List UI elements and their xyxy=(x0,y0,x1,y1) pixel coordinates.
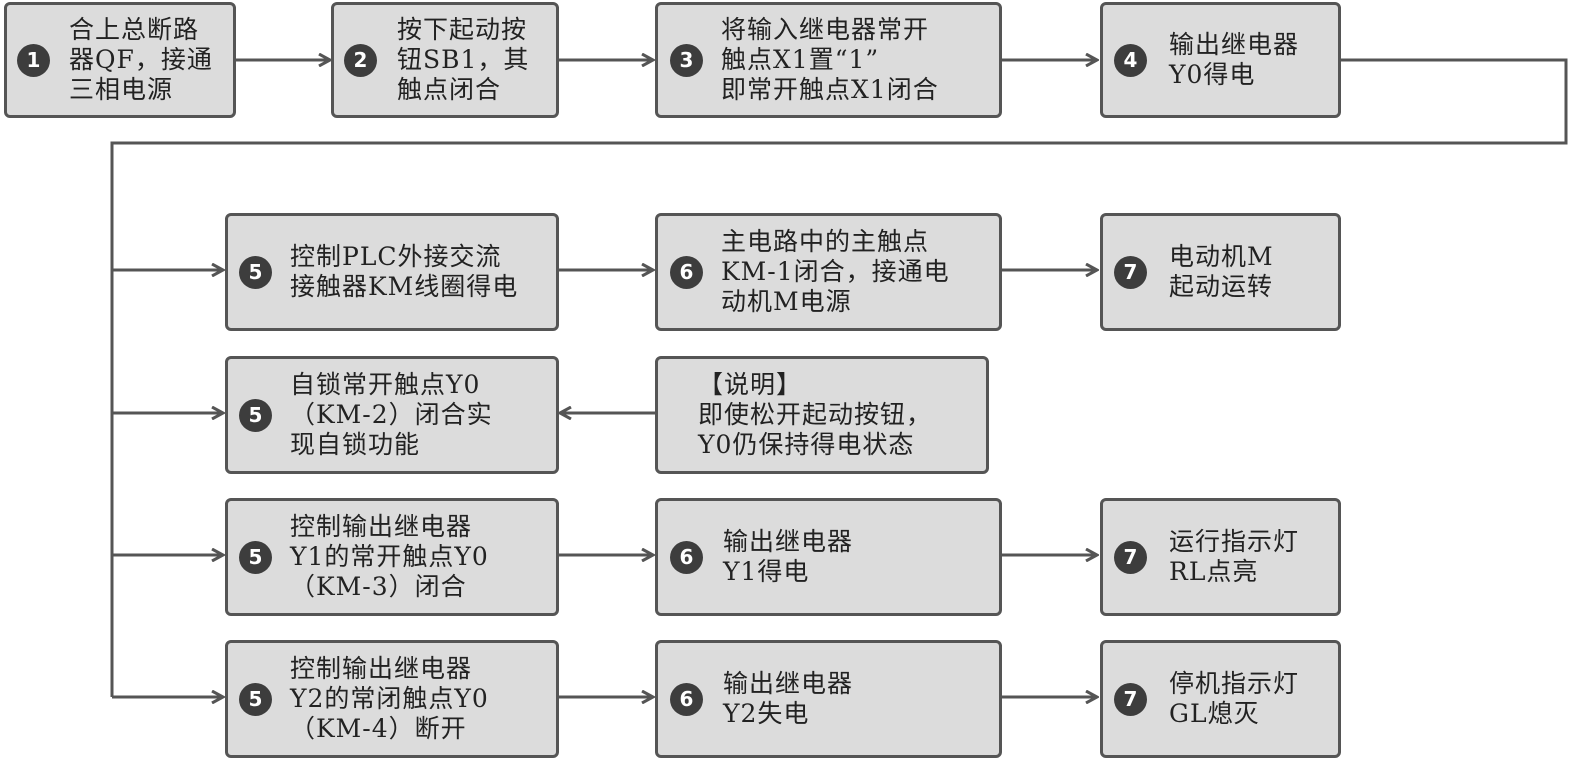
step-2-box: 2 按下起动按钮SB1，其触点闭合 xyxy=(331,2,559,118)
step-text: 自锁常开触点Y0（KM-2）闭合实现自锁功能 xyxy=(290,370,493,459)
step-number-badge: 5 xyxy=(239,682,272,716)
step-number-badge: 5 xyxy=(239,540,272,574)
step-number-badge: 7 xyxy=(1114,255,1147,289)
step-number-badge: 2 xyxy=(344,43,377,77)
step-text: 按下起动按钮SB1，其触点闭合 xyxy=(397,15,530,104)
step-3-box: 3 将输入继电器常开触点X1置“1”即常开触点X1闭合 xyxy=(655,2,1002,118)
step-number-badge: 6 xyxy=(670,540,703,574)
step-number-badge: 3 xyxy=(670,43,703,77)
step-text: 合上总断路器QF，接通三相电源 xyxy=(69,15,213,104)
step-number-badge: 1 xyxy=(17,43,50,77)
step-1-box: 1 合上总断路器QF，接通三相电源 xyxy=(4,2,236,118)
step-text: 控制PLC外接交流接触器KM线圈得电 xyxy=(290,242,519,301)
row1-step-5-box: 5 控制PLC外接交流接触器KM线圈得电 xyxy=(225,213,559,331)
step-number-badge: 5 xyxy=(239,398,272,432)
step-number-badge: 6 xyxy=(670,255,703,289)
row2-step-5-box: 5 自锁常开触点Y0（KM-2）闭合实现自锁功能 xyxy=(225,356,559,474)
step-number-badge: 7 xyxy=(1114,540,1147,574)
note-box: 【说明】即使松开起动按钮，Y0仍保持得电状态 xyxy=(655,356,989,474)
step-number-badge: 5 xyxy=(239,255,272,289)
step-number-badge: 7 xyxy=(1114,682,1147,716)
note-text: 【说明】即使松开起动按钮，Y0仍保持得电状态 xyxy=(698,370,933,459)
step-number-badge: 6 xyxy=(670,682,703,716)
wrap-line xyxy=(110,58,1568,697)
step-text: 将输入继电器常开触点X1置“1”即常开触点X1闭合 xyxy=(721,15,939,104)
step-number-badge: 4 xyxy=(1114,43,1147,77)
